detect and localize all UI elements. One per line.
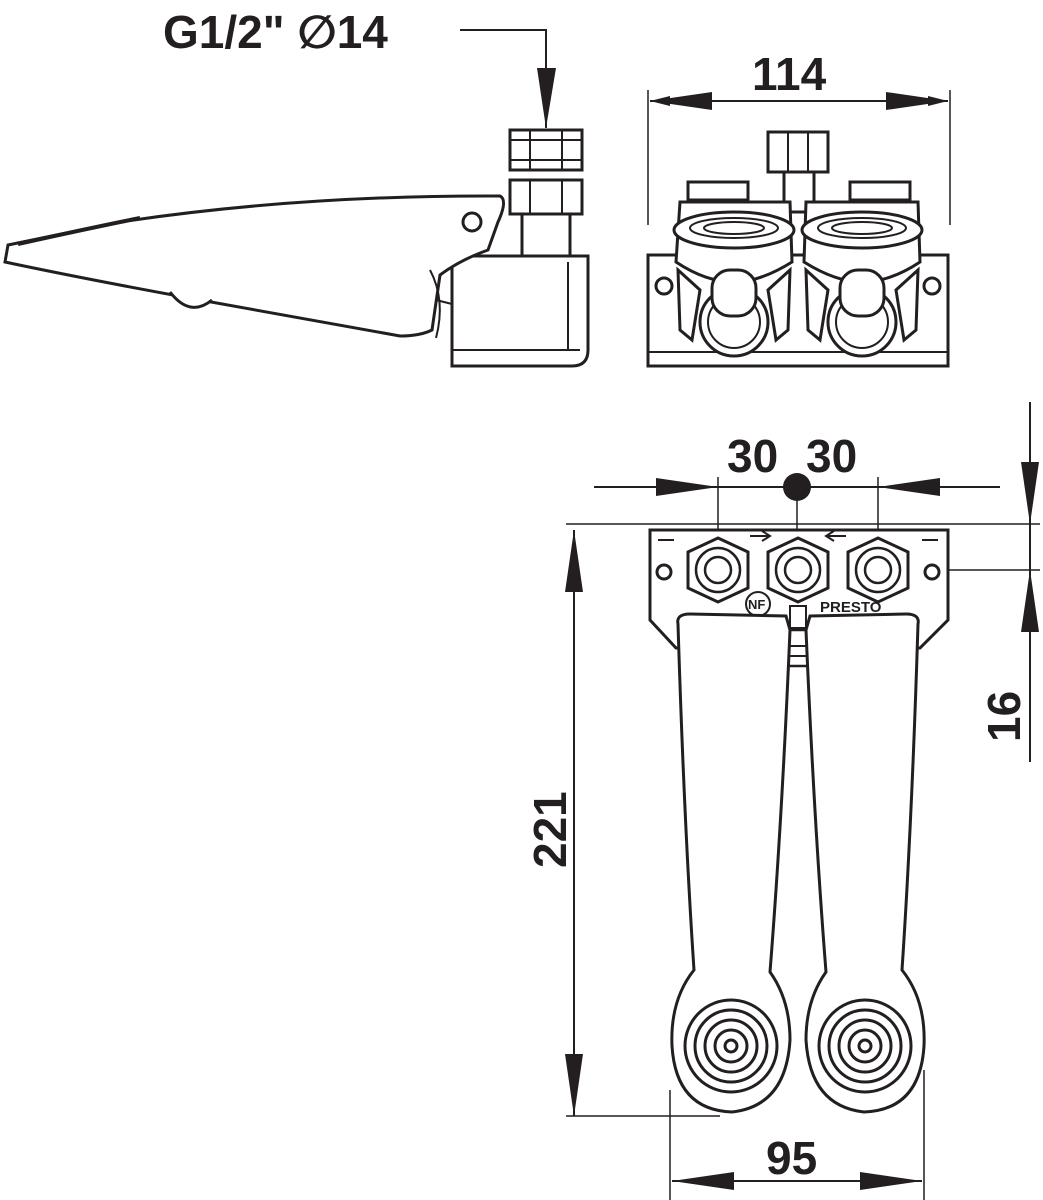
plan-nut-right	[846, 536, 910, 604]
front-inlet-nut	[766, 130, 830, 174]
brand-marking: PRESTO	[820, 599, 882, 616]
flow-arrow-right	[750, 530, 772, 542]
width-bottom-label: 95	[766, 1132, 817, 1184]
connection-leader-arrow	[537, 68, 556, 128]
side-base-block	[450, 254, 590, 368]
valve-stem	[520, 212, 572, 260]
plan-nut-center	[766, 536, 830, 604]
front-view: 114	[646, 48, 951, 368]
spacing-left-label: 30	[727, 430, 778, 482]
offset-label: 16	[978, 691, 1030, 742]
side-foot-stop	[168, 291, 213, 309]
plan-pedal-left	[670, 612, 792, 1114]
length-label: 221	[524, 791, 576, 868]
connection-leader-line	[460, 29, 547, 128]
plan-pedal-right	[804, 612, 926, 1114]
side-pedal-body	[3, 194, 505, 338]
side-pivot-pin	[461, 211, 483, 233]
front-right-valve	[800, 180, 924, 358]
flow-arrow-left	[824, 530, 846, 542]
plan-view: 30 30 16 221 95	[524, 402, 1040, 1200]
front-left-valve	[672, 180, 796, 358]
spacing-right-label: 30	[806, 430, 857, 482]
width-top-label: 114	[752, 48, 827, 100]
lower-nut	[508, 178, 584, 216]
upper-nut	[508, 128, 584, 172]
plan-nut-left	[686, 536, 750, 604]
side-view: G1/2" ∅14	[3, 6, 590, 368]
connection-dimension-label: G1/2" ∅14	[163, 6, 388, 58]
nf-logo-text: NF	[748, 597, 765, 612]
